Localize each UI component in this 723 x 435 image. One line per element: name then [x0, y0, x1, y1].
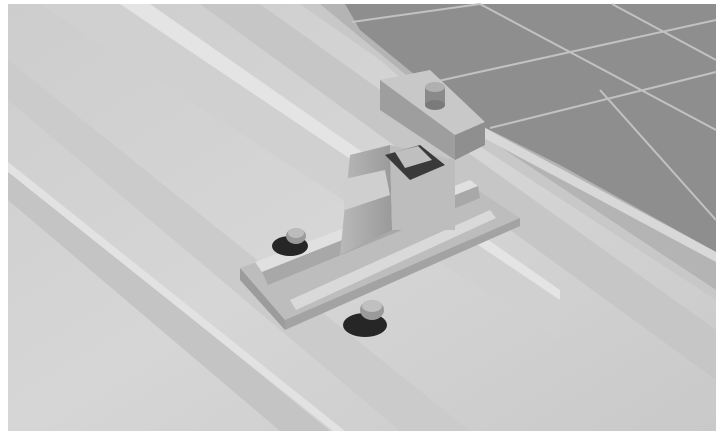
panel-cell-grid [351, 3, 717, 221]
panel-cells [345, 4, 716, 252]
clamp-bolt [425, 82, 445, 110]
roof-fastener-upper [272, 228, 308, 256]
mid-clamp [340, 70, 485, 255]
roof-fastener-lower [343, 300, 387, 337]
